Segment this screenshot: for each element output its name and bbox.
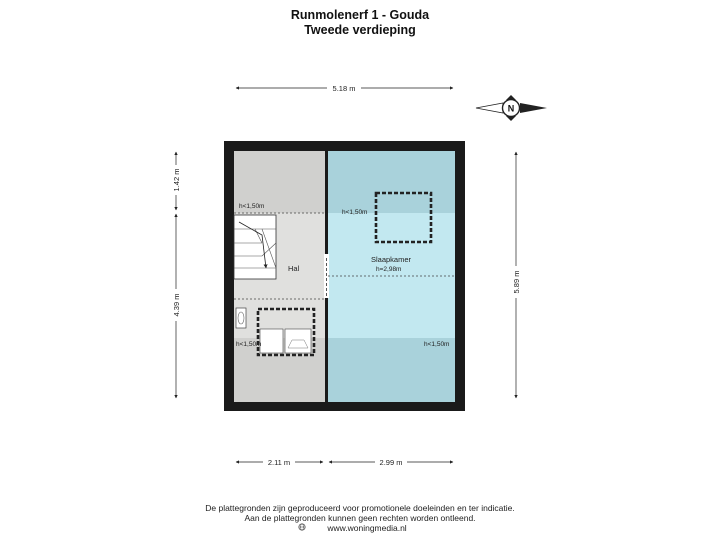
- dimension-bottom-right: 2.99 m: [328, 456, 454, 468]
- svg-text:4.39 m: 4.39 m: [172, 294, 181, 317]
- dimension-right: 5.89 m: [510, 151, 522, 399]
- svg-text:5.18 m: 5.18 m: [333, 84, 356, 93]
- bedroom-low-height-bottom: h<1,50m: [424, 341, 449, 348]
- svg-text:5.89 m: 5.89 m: [512, 271, 521, 294]
- svg-text:2.99 m: 2.99 m: [380, 458, 403, 467]
- bedroom-low-zone-bottom: [328, 338, 455, 402]
- page-subtitle: Tweede verdieping: [304, 23, 416, 37]
- website-link[interactable]: www.woningmedia.nl: [327, 523, 407, 533]
- room-label-slaapkamer: Slaapkamer: [371, 255, 412, 264]
- dimension-bottom-left: 2.11 m: [235, 456, 324, 468]
- globe-icon: [298, 523, 306, 531]
- page-title: Runmolenerf 1 - Gouda: [290, 8, 430, 22]
- room-label-hal: Hal: [288, 264, 300, 273]
- staircase: [233, 214, 277, 280]
- dimension-left-upper: 1.42 m: [170, 151, 182, 211]
- bedroom-low-zone-top: [328, 151, 455, 213]
- hal-low-zone-top: [234, 151, 325, 213]
- hal-low-height-bottom: h<1,50m: [236, 341, 261, 348]
- hal-low-height-top: h<1,50m: [239, 203, 264, 210]
- disclaimer-line-2: Aan de plattegronden kunnen geen rechten…: [244, 513, 476, 523]
- svg-text:1.42 m: 1.42 m: [172, 169, 181, 192]
- svg-text:2.11 m: 2.11 m: [268, 458, 290, 467]
- dimension-left-lower: 4.39 m: [170, 213, 182, 399]
- bedroom-low-height-top: h<1,50m: [342, 209, 367, 216]
- room-height-slaapkamer: h=2,98m: [376, 266, 401, 273]
- dimension-top: 5.18 m: [235, 82, 454, 94]
- bedroom-skylight: [374, 191, 433, 244]
- svg-text:N: N: [508, 104, 515, 114]
- washbasin: [235, 307, 247, 329]
- disclaimer-line-1: De plattegronden zijn geproduceerd voor …: [205, 503, 515, 513]
- compass-icon: N: [475, 95, 547, 121]
- hal-skylight: [256, 307, 316, 357]
